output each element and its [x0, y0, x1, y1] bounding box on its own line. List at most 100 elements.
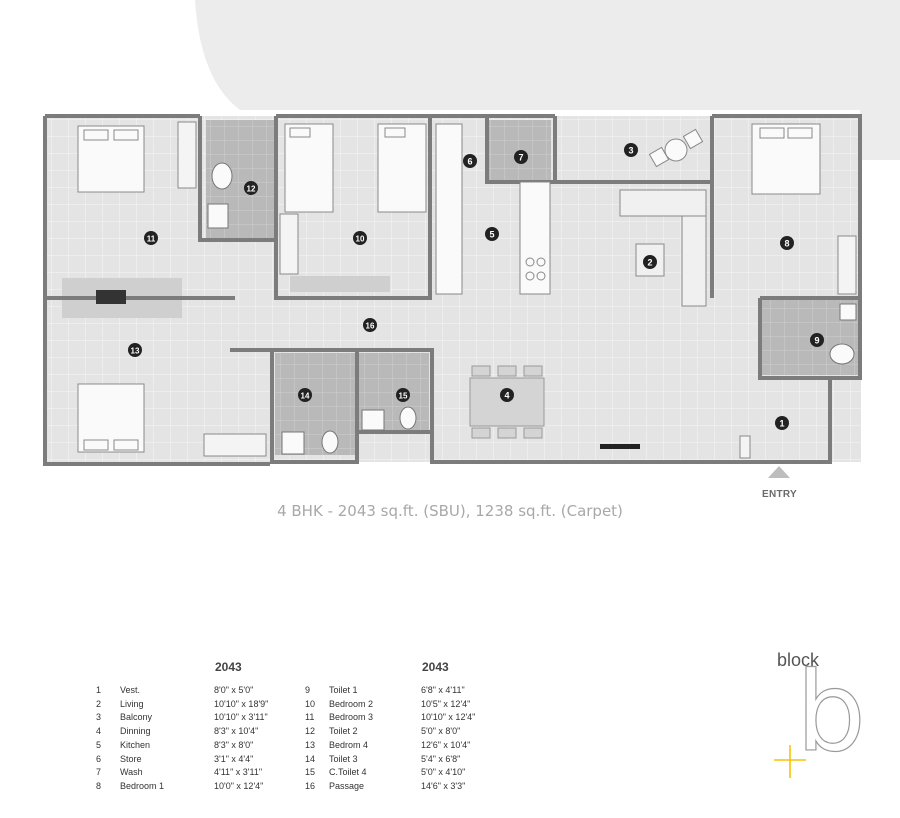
backdrop-shape — [195, 0, 900, 160]
schedule-name: Wash — [120, 767, 143, 778]
area-schedule-right: 2043 9 Toilet 1 6'8" x 4'11" 10 Bedroom 2 10'… — [305, 660, 505, 800]
room-marker-4 — [500, 388, 514, 402]
schedule-name: Vest. — [120, 685, 141, 695]
kitchen-counter — [435, 123, 551, 295]
room-number-label: 9 — [814, 336, 819, 346]
bedroom-2-beds — [284, 123, 427, 213]
schedule-name: Living — [120, 698, 144, 709]
room-marker-16 — [363, 318, 377, 332]
room-number-label: 12 — [247, 185, 256, 194]
schedule-size: 5'0" x 8'0" — [421, 726, 461, 737]
room-number-label: 13 — [131, 347, 140, 356]
room-marker-8 — [780, 236, 794, 250]
schedule-name: Bedroom 1 — [120, 780, 165, 791]
schedule-no: 13 — [305, 739, 316, 750]
schedule-size: 8'3" x 10'4" — [214, 726, 259, 737]
wash-floor — [489, 120, 551, 180]
schedule-no: 9 — [305, 685, 311, 695]
bedroom-3-bed — [77, 125, 145, 193]
passage-door — [600, 444, 640, 449]
schedule-size: 10'10" x 3'11" — [214, 712, 268, 723]
schedule-size: 5'0" x 4'10" — [421, 767, 466, 778]
schedule-no: 3 — [96, 712, 102, 723]
schedule-name: C.Toilet 4 — [329, 767, 367, 778]
schedule-no: 11 — [305, 712, 315, 723]
room-marker-9 — [810, 333, 824, 347]
brand-letter: b — [796, 660, 866, 776]
right-column-header: 2043 — [422, 660, 449, 674]
toilet-fixtures — [207, 162, 857, 455]
schedule-size: 5'4" x 6'8" — [421, 753, 461, 764]
balcony-table — [648, 128, 704, 168]
schedule-size: 8'0" x 5'0" — [214, 685, 254, 695]
room-marker-1 — [775, 416, 789, 430]
room-marker-14 — [298, 388, 312, 402]
schedule-size: 8'3" x 8'0" — [214, 739, 254, 750]
room-number-label: 14 — [301, 392, 310, 401]
schedule-size: 14'6" x 3'3" — [421, 780, 466, 791]
schedule-no: 5 — [96, 739, 102, 750]
schedule-size: 10'10" x 18'9" — [214, 698, 269, 709]
schedule-no: 10 — [305, 698, 316, 709]
room-number-label: 2 — [647, 258, 652, 268]
plan-caption: 4 BHK - 2043 sq.ft. (SBU), 1238 sq.ft. (… — [277, 502, 623, 520]
schedule-no: 7 — [96, 767, 102, 778]
schedule-no: 14 — [305, 753, 316, 764]
bedroom-4-bed — [77, 383, 145, 453]
room-marker-3 — [624, 143, 638, 157]
room-marker-5 — [485, 227, 499, 241]
schedule-no: 1 — [96, 685, 102, 695]
schedule-name: Toilet 1 — [329, 685, 358, 695]
schedule-size: 10'0" x 12'4" — [214, 780, 264, 791]
room-number-label: 16 — [366, 322, 375, 331]
room-number-label: 15 — [399, 392, 408, 401]
room-marker-6 — [463, 154, 477, 168]
schedule-name: Bedroom 2 — [329, 698, 374, 709]
brand-logo: b — [774, 660, 866, 778]
room-number-label: 1 — [779, 419, 784, 429]
schedule-name: Bedrom 4 — [329, 739, 369, 750]
walls — [43, 114, 862, 466]
wardrobes — [177, 121, 857, 459]
room-marker-10 — [353, 231, 367, 245]
entry-label: ENTRY — [762, 489, 798, 500]
schedule-name: Toilet 3 — [329, 753, 358, 764]
schedule-no: 4 — [96, 726, 102, 737]
room-marker-13 — [128, 343, 142, 357]
schedule-size: 10'5" x 12'4" — [421, 698, 471, 709]
schedule-name: Passage — [329, 780, 365, 791]
schedule-name: Balcony — [120, 712, 153, 723]
schedule-size: 3'1" x 4'4" — [214, 753, 254, 764]
room-number-label: 6 — [467, 157, 472, 167]
brand-word: block — [777, 650, 820, 670]
entry-arrow-icon — [768, 466, 790, 478]
room-number-label: 7 — [518, 153, 523, 163]
schedule-size: 6'8" x 4'11" — [421, 685, 465, 695]
schedule-no: 6 — [96, 753, 102, 764]
schedule-no: 15 — [305, 767, 316, 778]
bedroom-divider-door — [96, 290, 126, 304]
left-column-header: 2043 — [215, 660, 242, 674]
room-marker-12 — [244, 181, 258, 195]
schedule-size: 4'11" x 3'11" — [214, 767, 263, 778]
bedroom-1-bed — [751, 123, 821, 195]
schedule-name: Store — [120, 753, 142, 764]
schedule-name: Dinning — [120, 726, 151, 737]
room-number-label: 10 — [356, 235, 365, 244]
schedule-name: Toilet 2 — [329, 726, 358, 737]
room-number-label: 8 — [784, 239, 789, 249]
schedule-size: 10'10" x 12'4" — [421, 712, 476, 723]
room-number-label: 4 — [504, 391, 509, 401]
schedule-no: 12 — [305, 726, 316, 737]
room-marker-15 — [396, 388, 410, 402]
room-number-label: 3 — [628, 146, 633, 156]
room-marker-11 — [144, 231, 158, 245]
schedule-no: 16 — [305, 780, 316, 791]
schedule-size: 12'6" x 10'4" — [421, 739, 471, 750]
schedule-no: 8 — [96, 780, 102, 791]
room-number-label: 5 — [489, 230, 494, 240]
room-number-label: 11 — [147, 235, 156, 244]
